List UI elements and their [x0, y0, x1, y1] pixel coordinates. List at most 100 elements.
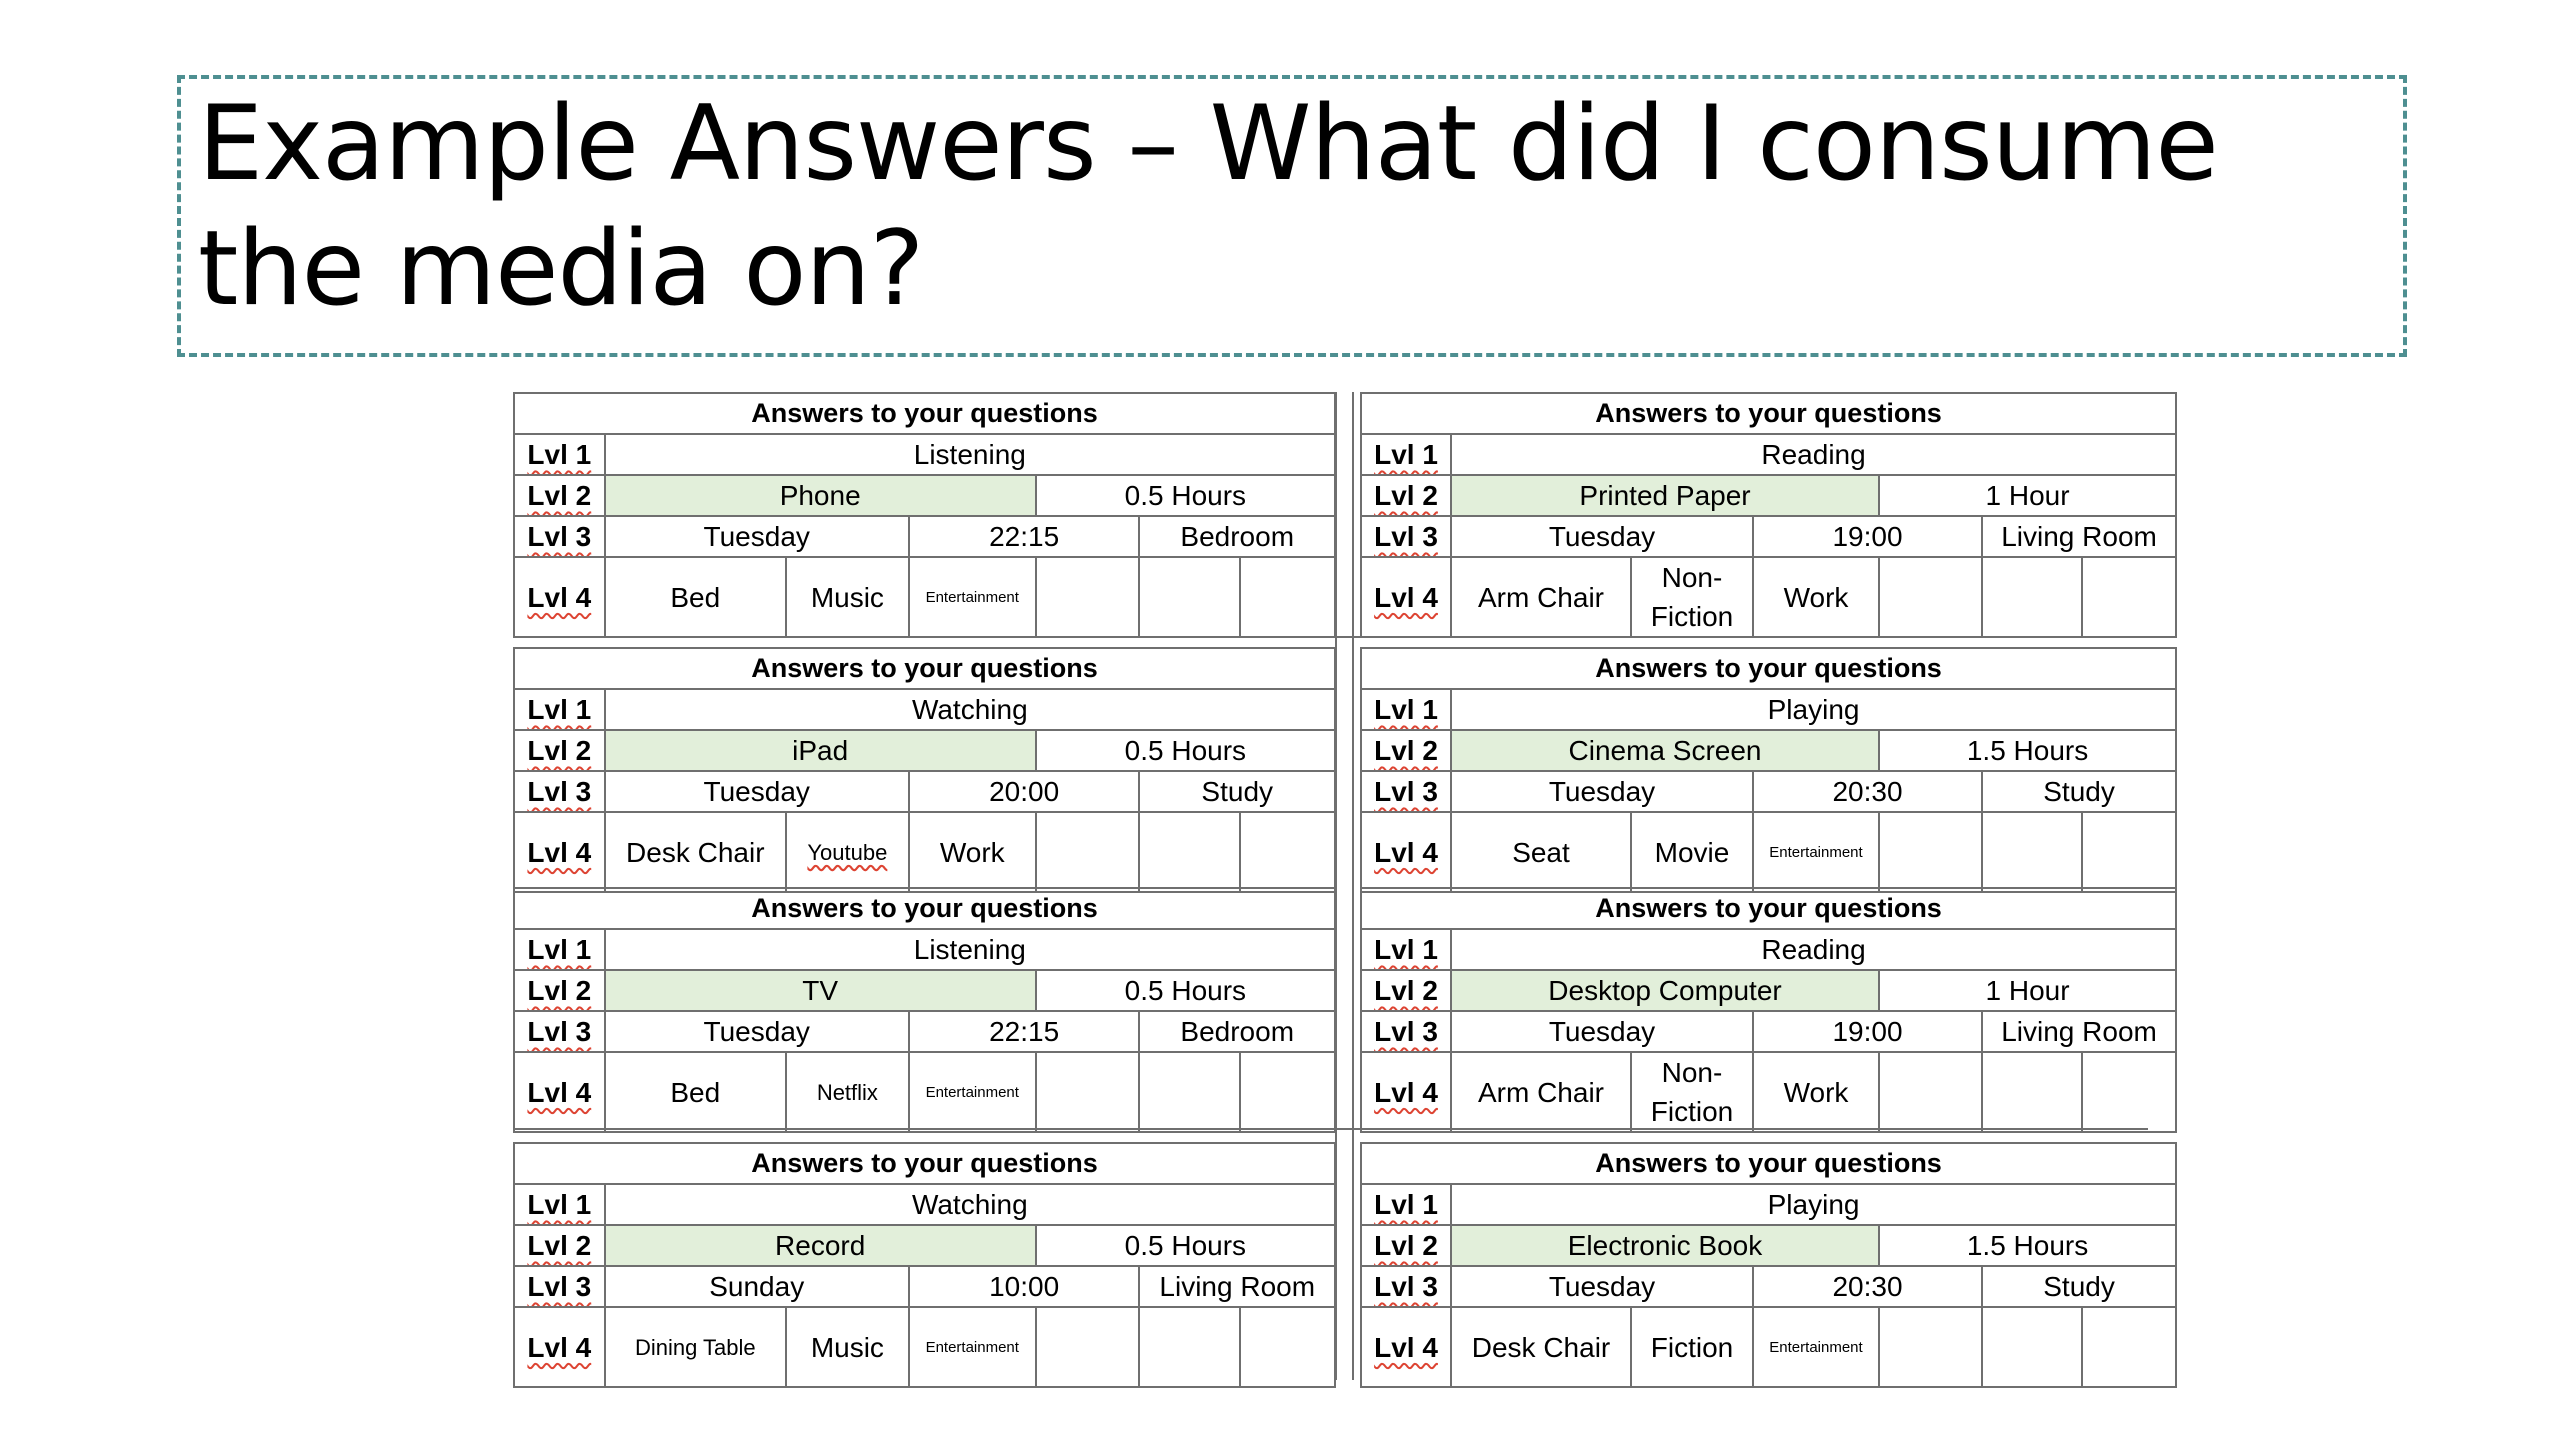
time-cell: 19:00	[1752, 1010, 1983, 1053]
duration-cell: 1.5 Hours	[1877, 729, 2178, 772]
answers-grid: Answers to your questions Lvl 1 Listenin…	[513, 392, 2178, 1388]
answers-table: Answers to your questions Lvl 1 Playing …	[1359, 1142, 2178, 1388]
content-cell: Non-Fiction	[1630, 556, 1754, 638]
level-label: Lvl 3	[513, 1010, 606, 1053]
content-cell: Music	[784, 1306, 910, 1388]
answer-card: Answers to your questions Lvl 1 Listenin…	[513, 392, 1337, 638]
table-header: Answers to your questions	[513, 647, 1336, 690]
level-label: Lvl 2	[513, 1224, 606, 1267]
table-header: Answers to your questions	[513, 1142, 1336, 1185]
answer-card: Answers to your questions Lvl 1 Playing …	[1359, 647, 2178, 893]
duration-cell: 1 Hour	[1877, 969, 2178, 1012]
empty-cell	[1981, 1051, 2083, 1133]
content-cell: Netflix	[784, 1051, 910, 1133]
seat-cell: Dining Table	[603, 1306, 787, 1388]
level-label: Lvl 1	[1360, 928, 1452, 971]
level-label: Lvl 1	[513, 1183, 606, 1226]
seat-cell: Bed	[603, 1051, 787, 1133]
answers-table: Answers to your questions Lvl 1 Reading …	[1359, 392, 2178, 638]
empty-cell	[1034, 1306, 1141, 1388]
answers-table: Answers to your questions Lvl 1 Reading …	[1359, 887, 2178, 1133]
place-cell: Study	[1138, 770, 1336, 813]
empty-cell	[1878, 811, 1983, 893]
purpose-cell: Entertainment	[907, 1051, 1037, 1133]
level-label: Lvl 1	[513, 688, 606, 731]
empty-cell	[1138, 556, 1242, 638]
level-label: Lvl 2	[1360, 969, 1452, 1012]
level-label: Lvl 3	[1360, 515, 1452, 558]
level-label: Lvl 3	[513, 1265, 606, 1308]
day-cell: Tuesday	[1450, 1265, 1754, 1308]
answer-card: Answers to your questions Lvl 1 Watching…	[513, 1142, 1337, 1388]
seat-cell: Desk Chair	[1450, 1306, 1632, 1388]
duration-cell: 0.5 Hours	[1034, 474, 1337, 517]
activity-cell: Watching	[603, 1183, 1337, 1226]
purpose-cell: Entertainment	[907, 556, 1037, 638]
empty-cell	[1878, 1306, 1983, 1388]
level-label: Lvl 3	[513, 770, 606, 813]
empty-cell	[2080, 1306, 2178, 1388]
day-cell: Tuesday	[1450, 1010, 1754, 1053]
place-cell: Living Room	[1980, 515, 2178, 558]
answers-table: Answers to your questions Lvl 1 Playing …	[1359, 647, 2178, 893]
level-label: Lvl 3	[1360, 770, 1452, 813]
device-cell: Record	[603, 1224, 1037, 1267]
level-label: Lvl 2	[1360, 1224, 1452, 1267]
device-cell: Electronic Book	[1450, 1224, 1880, 1267]
column-divider	[1335, 392, 1337, 1380]
empty-cell	[1138, 1306, 1242, 1388]
answers-table: Answers to your questions Lvl 1 Watching…	[513, 647, 1337, 893]
place-cell: Bedroom	[1138, 1010, 1336, 1053]
time-cell: 20:30	[1752, 1265, 1983, 1308]
title-placeholder-frame[interactable]	[177, 75, 2407, 357]
device-cell: Printed Paper	[1450, 474, 1880, 517]
duration-cell: 1.5 Hours	[1877, 1224, 2178, 1267]
day-cell: Tuesday	[1450, 515, 1754, 558]
table-header: Answers to your questions	[1359, 647, 2178, 690]
empty-cell	[1239, 1051, 1336, 1133]
device-cell: Phone	[603, 474, 1037, 517]
empty-cell	[2080, 811, 2178, 893]
column-divider	[1352, 392, 1354, 1380]
place-cell: Study	[1980, 1265, 2178, 1308]
activity-cell: Listening	[603, 433, 1337, 476]
level-label: Lvl 4	[1360, 1306, 1452, 1388]
duration-cell: 0.5 Hours	[1034, 1224, 1337, 1267]
empty-cell	[1034, 1051, 1141, 1133]
level-label: Lvl 4	[513, 1051, 606, 1133]
duration-cell: 0.5 Hours	[1034, 729, 1337, 772]
place-cell: Living Room	[1980, 1010, 2178, 1053]
activity-cell: Playing	[1449, 688, 2178, 731]
table-header: Answers to your questions	[1359, 887, 2178, 930]
answer-card: Answers to your questions Lvl 1 Reading …	[1359, 392, 2178, 638]
place-cell: Bedroom	[1138, 515, 1336, 558]
purpose-cell: Work	[1752, 556, 1880, 638]
level-label: Lvl 2	[513, 729, 606, 772]
answer-card: Answers to your questions Lvl 1 Watching…	[513, 647, 1337, 893]
level-label: Lvl 2	[513, 474, 606, 517]
level-label: Lvl 1	[513, 928, 606, 971]
empty-cell	[1981, 1306, 2083, 1388]
seat-cell: Bed	[603, 556, 787, 638]
activity-cell: Listening	[603, 928, 1337, 971]
device-cell: Desktop Computer	[1450, 969, 1880, 1012]
empty-cell	[1239, 556, 1336, 638]
level-label: Lvl 4	[513, 811, 606, 893]
day-cell: Tuesday	[1450, 770, 1754, 813]
time-cell: 19:00	[1752, 515, 1983, 558]
seat-cell: Desk Chair	[603, 811, 787, 893]
time-cell: 22:15	[907, 1010, 1141, 1053]
answers-table: Answers to your questions Lvl 1 Listenin…	[513, 887, 1337, 1133]
empty-cell	[2080, 1051, 2178, 1133]
day-cell: Tuesday	[603, 1010, 910, 1053]
empty-cell	[1981, 556, 2083, 638]
empty-cell	[1239, 1306, 1336, 1388]
purpose-cell: Entertainment	[907, 1306, 1037, 1388]
level-label: Lvl 4	[1360, 1051, 1452, 1133]
activity-cell: Reading	[1449, 433, 2178, 476]
level-label: Lvl 1	[1360, 688, 1452, 731]
purpose-cell: Entertainment	[1752, 811, 1880, 893]
time-cell: 20:30	[1752, 770, 1983, 813]
level-label: Lvl 3	[513, 515, 606, 558]
empty-cell	[1034, 811, 1141, 893]
